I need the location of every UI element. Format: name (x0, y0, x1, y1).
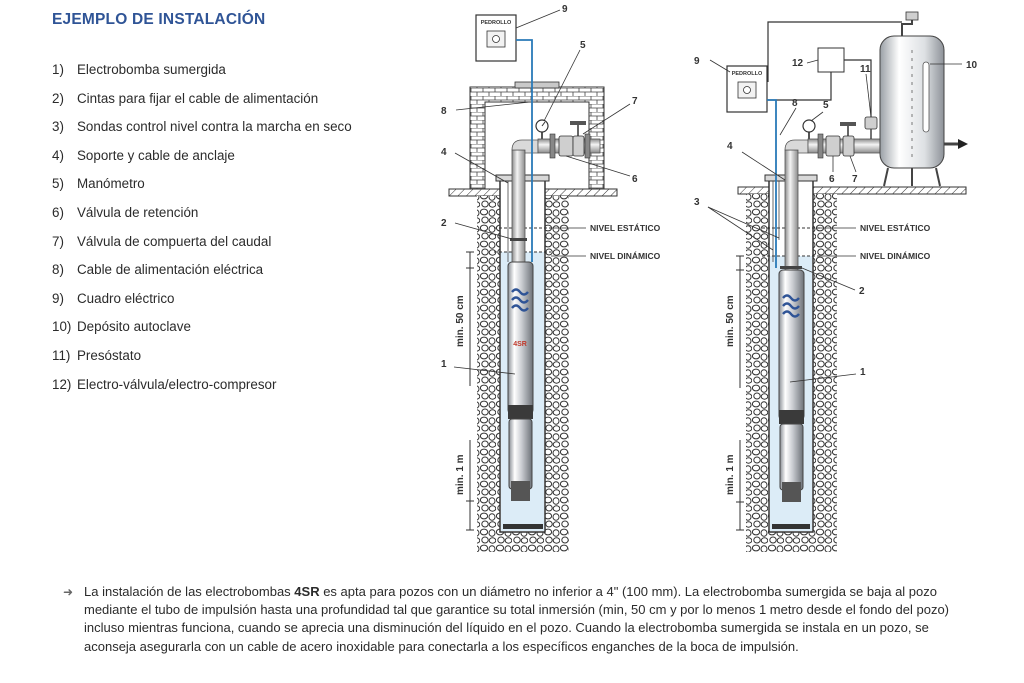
min50-label-left: min. 50 cm (455, 295, 466, 347)
tank-valve-icon (905, 11, 919, 21)
callout-1: 1 (441, 359, 447, 370)
callouts-left: 9 5 7 6 8 4 2 1 (441, 4, 638, 375)
pump-motor (508, 418, 533, 490)
pump-left (507, 261, 534, 415)
callout-8: 8 (792, 98, 798, 109)
callout-10: 10 (966, 60, 978, 71)
valve-handle-icon (570, 121, 586, 125)
pump-model-label: 4SR (513, 341, 527, 348)
dimension-min1m-left (466, 440, 474, 531)
legend-item: 11)Presóstato (52, 347, 142, 363)
legend-item: 1)Electrobomba sumergida (52, 62, 226, 77)
gravel-bottom (477, 532, 569, 552)
callout-7: 7 (632, 96, 638, 107)
legend-list: 1)Electrobomba sumergida 2)Cintas para f… (52, 56, 352, 399)
check-valve-icon (558, 135, 574, 157)
callout-7: 7 (852, 174, 858, 185)
tank-legs (883, 167, 941, 187)
callout-4: 4 (441, 147, 447, 158)
legend-item: 8)Cable de alimentación eléctrica (52, 262, 264, 278)
cable-tie (780, 266, 802, 269)
static-level-label-left: NIVEL ESTÁTICO (590, 223, 661, 233)
installation-note: ➜ La instalación de las electrobombas 4S… (63, 583, 963, 656)
cable-tie (510, 238, 527, 241)
legend-item: 4)Soporte y cable de anclaje (52, 147, 235, 163)
callout-6: 6 (829, 174, 835, 185)
delivery-pipe (511, 149, 526, 269)
electrovalve-box (817, 47, 845, 73)
outlet-arrow-icon (958, 139, 968, 149)
callout-4: 4 (727, 141, 733, 152)
callout-11: 11 (860, 64, 871, 75)
callout-9: 9 (694, 56, 700, 67)
pump-intake (508, 405, 533, 419)
manometer-icon (802, 119, 816, 133)
flange (584, 133, 591, 159)
callout-1: 1 (860, 367, 866, 378)
dynamic-level-label-left: NIVEL DINÁMICO (590, 251, 661, 261)
callout-12: 12 (792, 58, 804, 69)
callout-8: 8 (441, 106, 447, 117)
pump-right (778, 269, 805, 421)
valve-handle-icon (840, 122, 856, 126)
panel-switch-icon (492, 35, 500, 43)
callout-6: 6 (632, 174, 638, 185)
gravel-wall-left (477, 196, 500, 552)
legend-item: 10)Depósito autoclave (52, 319, 191, 335)
power-cable (516, 39, 533, 262)
callout-5: 5 (823, 100, 829, 111)
dimension-min50-left (466, 251, 474, 386)
pressure-switch-icon (864, 116, 878, 130)
legend-item: 2)Cintas para fijar el cable de alimenta… (52, 90, 319, 106)
legend-item: 9)Cuadro eléctrico (52, 290, 175, 306)
left-well-installation: PEDROLLO 4SR min. 50 cm min. 1 m (441, 4, 661, 552)
dynamic-level-label-right: NIVEL DINÁMICO (860, 251, 931, 261)
svg-text:PEDROLLO: PEDROLLO (732, 71, 763, 77)
callout-2: 2 (441, 218, 447, 229)
pump-motor-base (511, 481, 530, 501)
legend-item: 7)Válvula de compuerta del caudal (52, 233, 272, 249)
static-level-label-right: NIVEL ESTÁTICO (860, 223, 931, 233)
check-valve-icon (825, 135, 841, 157)
housing-lid (514, 81, 560, 89)
legend-item: 6)Válvula de retención (52, 204, 199, 220)
right-well-installation: PEDROLLO min. 50 cm min. 1 m NIVEL ESTÁT… (694, 11, 978, 552)
callout-3: 3 (694, 197, 700, 208)
callouts-right: 9 12 11 10 8 5 4 6 7 3 2 1 (694, 56, 978, 383)
gate-valve-icon (842, 135, 855, 157)
min50-label-right: min. 50 cm (725, 295, 736, 347)
callout-9: 9 (562, 4, 568, 15)
panel-brand: PEDROLLO (481, 20, 512, 26)
flange (549, 133, 556, 159)
callout-5: 5 (580, 40, 586, 51)
legend-item: 3)Sondas control nivel contra la marcha … (52, 119, 352, 135)
min1m-label-right: min. 1 m (725, 454, 736, 495)
pump-logo-icon (782, 294, 800, 318)
panel-switch-icon (743, 86, 751, 94)
control-wiring (753, 21, 902, 117)
well-bottom-plate (503, 524, 543, 529)
pump-logo-icon (511, 288, 529, 312)
legend-item: 12)Electro-válvula/electro-compresor (52, 376, 277, 392)
gate-valve-icon (572, 135, 585, 157)
gravel-wall-right (545, 196, 569, 552)
page-title: EJEMPLO DE INSTALACIÓN (52, 11, 266, 28)
bullet-arrow-icon: ➜ (63, 585, 74, 599)
ground-right (737, 186, 967, 195)
min1m-label-left: min. 1 m (455, 454, 466, 495)
note-text: La instalación de las electrobombas 4SR … (84, 584, 950, 654)
tank-gauge (922, 61, 930, 133)
callout-2: 2 (859, 286, 865, 297)
legend-item: 5)Manómetro (52, 176, 145, 192)
